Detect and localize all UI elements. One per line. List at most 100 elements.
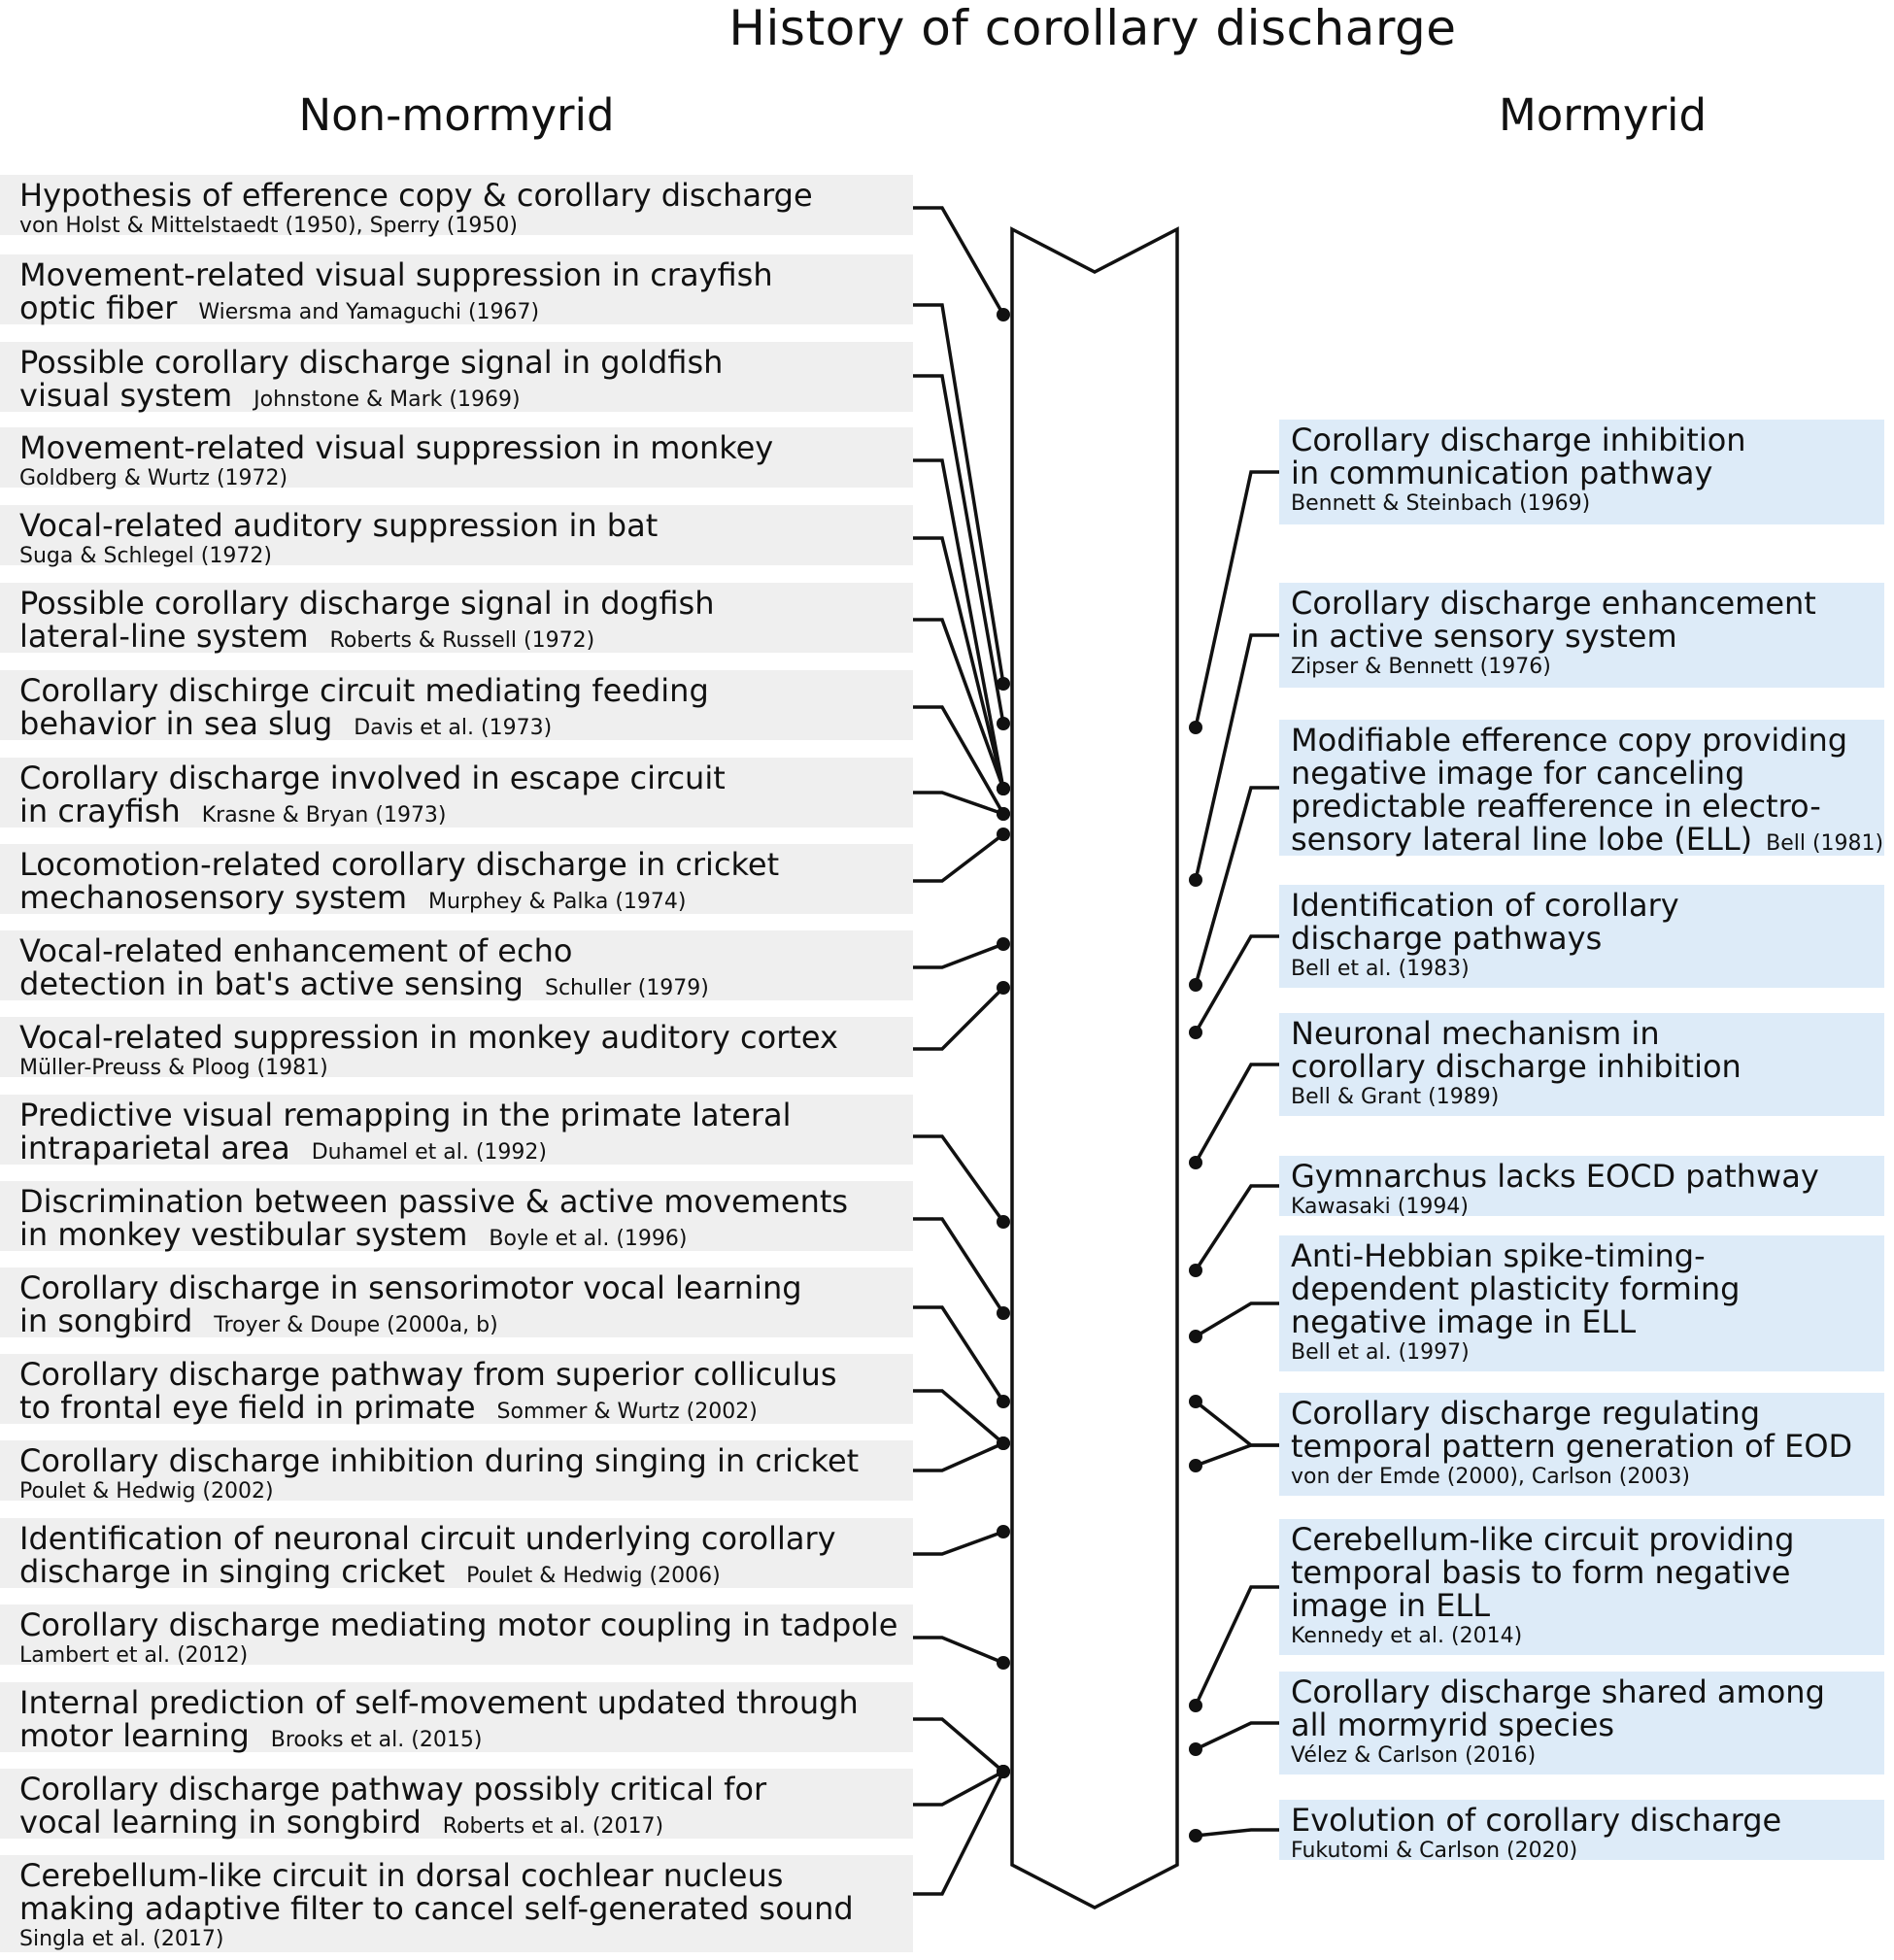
figure-title: History of corollary discharge <box>728 0 1457 56</box>
event-text: Modifiable efference copy providing nega… <box>1291 722 1848 858</box>
event-reference: Brooks et al. (2015) <box>270 1728 483 1752</box>
right-connector-dot-3 <box>1189 978 1202 992</box>
right-connector-dot-2 <box>1189 873 1202 887</box>
right-event-6: Gymnarchus lacks EOCD pathway Kawasaki (… <box>1279 1156 1884 1219</box>
left-event-13: Discrimination between passive & active … <box>0 1181 913 1251</box>
left-connector-line-21 <box>913 1771 1005 1896</box>
right-connector-line-7 <box>1195 1301 1279 1338</box>
right-event-1: Corollary discharge inhibition in commun… <box>1279 420 1884 524</box>
right-event-3: Modifiable efference copy providing nega… <box>1279 720 1884 856</box>
left-connector-dot-8 <box>997 807 1010 821</box>
left-connector-line-10 <box>913 942 1004 969</box>
right-event-5: Neuronal mechanism in corollary discharg… <box>1279 1013 1884 1116</box>
event-reference: Suga & Schlegel (1972) <box>19 544 272 568</box>
left-connector-line-11 <box>913 986 1005 1051</box>
left-connector-dot-11 <box>997 981 1010 995</box>
left-connector-dot-12 <box>997 1215 1010 1229</box>
left-event-3: Possible corollary discharge signal in g… <box>0 342 913 412</box>
left-connector-line-16 <box>913 1441 1004 1472</box>
event-text: Corollary dischirge circuit mediating fe… <box>19 672 709 742</box>
event-text: Locomotion-related corollary discharge i… <box>19 846 780 916</box>
right-connector-line-2 <box>1194 633 1279 881</box>
event-text: Corollary discharge inhibition during si… <box>19 1442 860 1479</box>
event-reference: Johnstone & Mark (1969) <box>254 388 521 412</box>
right-connector-dot-7 <box>1189 1330 1202 1343</box>
right-event-9: Cerebellum-like circuit providing tempor… <box>1279 1519 1884 1655</box>
right-connector-dot-1 <box>1189 721 1202 734</box>
left-connector-line-17 <box>913 1530 1004 1556</box>
event-text: Cerebellum-like circuit providing tempor… <box>1291 1521 1795 1624</box>
left-connector-line-2 <box>913 303 1005 685</box>
mormyrid-header: Mormyrid <box>1498 89 1708 141</box>
event-reference: Roberts & Russell (1972) <box>329 628 595 653</box>
event-reference: Singla et al. (2017) <box>19 1927 224 1951</box>
event-text: Discrimination between passive & active … <box>19 1183 849 1253</box>
left-event-17: Identification of neuronal circuit under… <box>0 1518 913 1588</box>
left-connector-line-6 <box>913 618 1005 790</box>
left-event-11: Vocal-related suppression in monkey audi… <box>0 1017 913 1080</box>
right-connector-line-11 <box>1195 1721 1279 1751</box>
event-reference: Roberts et al. (2017) <box>442 1814 664 1839</box>
event-reference: Zipser & Bennett (1976) <box>1291 655 1551 679</box>
left-event-12: Predictive visual remapping in the prima… <box>0 1095 913 1165</box>
left-event-21: Cerebellum-like circuit in dorsal cochle… <box>0 1855 913 1952</box>
event-reference: Kennedy et al. (2014) <box>1291 1624 1523 1648</box>
left-event-18: Corollary discharge mediating motor coup… <box>0 1605 913 1668</box>
event-reference: Schuller (1979) <box>544 976 709 1000</box>
right-event-11: Evolution of corollary discharge Fukutom… <box>1279 1800 1884 1863</box>
left-event-16: Corollary discharge inhibition during si… <box>0 1440 913 1504</box>
event-reference: Boyle et al. (1996) <box>489 1227 688 1251</box>
event-text: Gymnarchus lacks EOCD pathway <box>1291 1158 1819 1195</box>
left-event-2: Movement-related visual suppression in c… <box>0 254 913 324</box>
event-reference: Troyer & Doupe (2000a, b) <box>214 1313 498 1337</box>
event-reference: Krasne & Bryan (1973) <box>201 803 447 828</box>
event-text: Corollary discharge pathway possibly cri… <box>19 1771 767 1841</box>
timeline-arrow <box>1010 226 1179 1909</box>
right-event-8: Corollary discharge regulating temporal … <box>1279 1393 1884 1496</box>
right-event-4: Identification of corollary discharge pa… <box>1279 885 1884 988</box>
left-event-8: Corollary discharge involved in escape c… <box>0 758 913 828</box>
event-reference: von Holst & Mittelstaedt (1950), Sperry … <box>19 214 518 238</box>
left-event-19: Internal prediction of self-movement upd… <box>0 1682 913 1752</box>
left-connector-line-18 <box>913 1636 1004 1665</box>
left-connector-dot-10 <box>997 937 1010 951</box>
event-reference: Bell & Grant (1989) <box>1291 1085 1500 1109</box>
event-reference: Poulet & Hedwig (2006) <box>466 1564 721 1588</box>
right-connector-line-3 <box>1194 786 1279 986</box>
right-connector-dot-5 <box>1189 1156 1202 1169</box>
event-text: Movement-related visual suppression in c… <box>19 256 773 326</box>
right-connector-line-6 <box>1194 1184 1279 1271</box>
left-connector-line-20 <box>913 1770 1004 1807</box>
event-reference: Murphey & Palka (1974) <box>428 890 687 914</box>
left-event-4: Movement-related visual suppression in m… <box>0 427 913 490</box>
event-reference: Müller-Preuss & Ploog (1981) <box>19 1056 328 1080</box>
right-connector-line-4 <box>1194 934 1279 1033</box>
left-event-1: Hypothesis of efference copy & corollary… <box>0 175 913 238</box>
event-reference: Duhamel et al. (1992) <box>311 1140 547 1165</box>
right-connector-dot-6 <box>1189 1264 1202 1277</box>
left-event-9: Locomotion-related corollary discharge i… <box>0 844 913 914</box>
event-text: Corollary discharge enhancement in activ… <box>1291 585 1816 655</box>
event-reference: Wiersma and Yamaguchi (1967) <box>198 300 540 324</box>
non-mormyrid-header: Non-mormyrid <box>298 89 615 141</box>
event-text: Anti-Hebbian spike-timing- dependent pla… <box>1291 1237 1741 1340</box>
event-reference: Bennett & Steinbach (1969) <box>1291 491 1591 516</box>
event-text: Vocal-related suppression in monkey audi… <box>19 1019 838 1056</box>
left-connector-line-15 <box>913 1389 1005 1445</box>
event-text: Vocal-related auditory suppression in ba… <box>19 507 659 544</box>
event-text: Cerebellum-like circuit in dorsal cochle… <box>19 1857 854 1927</box>
left-connector-dot-9 <box>997 828 1010 841</box>
event-text: Corollary discharge in sensorimotor voca… <box>19 1269 802 1339</box>
event-reference: Kawasaki (1994) <box>1291 1195 1469 1219</box>
event-text: Corollary discharge involved in escape c… <box>19 760 726 829</box>
left-event-5: Vocal-related auditory suppression in ba… <box>0 505 913 568</box>
left-event-7: Corollary dischirge circuit mediating fe… <box>0 670 913 740</box>
event-text: Corollary discharge shared among all mor… <box>1291 1673 1825 1743</box>
left-connector-dot-6 <box>997 782 1010 795</box>
connector-lines <box>913 206 1279 1896</box>
event-text: Hypothesis of efference copy & corollary… <box>19 177 813 214</box>
event-text: Neuronal mechanism in corollary discharg… <box>1291 1015 1742 1085</box>
left-connector-line-19 <box>913 1717 1005 1774</box>
left-connector-line-5 <box>913 536 1005 790</box>
right-event-10: Corollary discharge shared among all mor… <box>1279 1672 1884 1774</box>
